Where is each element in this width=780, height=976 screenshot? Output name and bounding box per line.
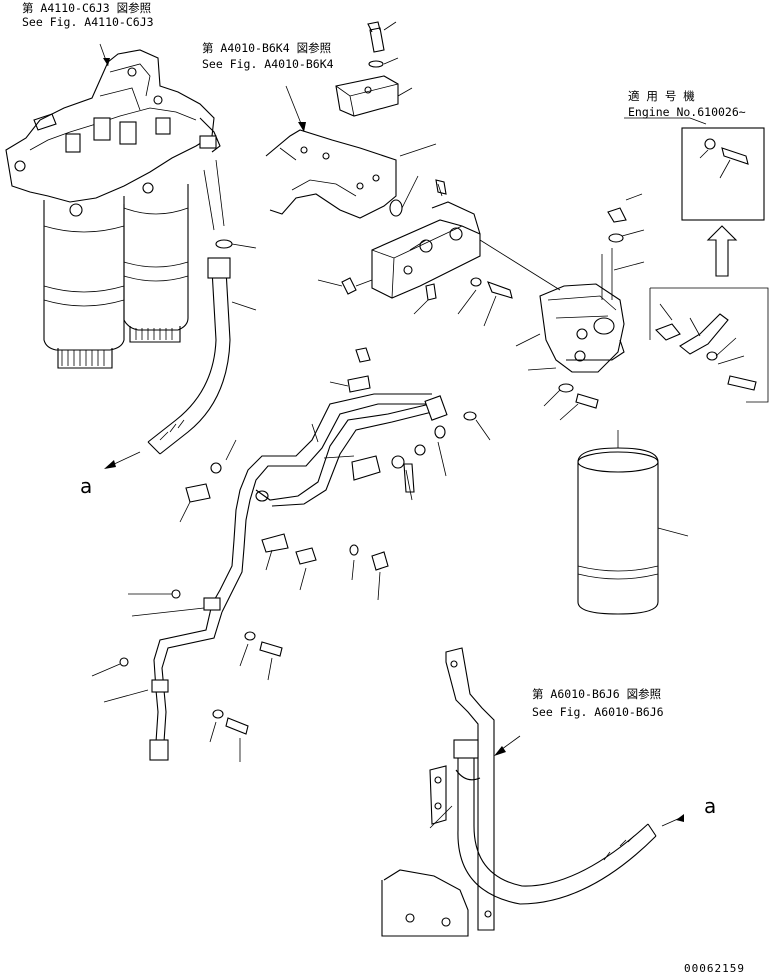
fuel-filter-assembly (5, 43, 221, 369)
applicability-box (624, 117, 769, 403)
applicability-jp: 適 用 号 機 (628, 89, 695, 103)
connection-mark-left: a (80, 474, 93, 498)
spin-on-filter (577, 430, 689, 615)
ref-a6010-en: See Fig. A6010-B6J6 (532, 705, 664, 719)
drawing-number: 00062159 (684, 962, 745, 975)
ref-a4010-en: See Fig. A4010-B6K4 (202, 57, 334, 71)
bottom-bracket (381, 647, 521, 937)
fuel-hose-left (104, 159, 257, 469)
applicability-en: Engine No.610026~ (628, 105, 746, 119)
ref-a4110-jp: 第 A4110-C6J3 図参照 (22, 1, 152, 15)
fuel-hose-right (429, 739, 684, 905)
ref-a4010-jp: 第 A4010-B6K4 図参照 (202, 41, 332, 55)
fuel-lines (91, 347, 491, 762)
connection-mark-right: a (704, 794, 717, 818)
ref-a4110-en: See Fig. A4110-C6J3 (22, 15, 154, 29)
mounting-bracket-top (265, 21, 437, 219)
filter-adapter-block (317, 179, 561, 327)
filter-head (515, 193, 645, 421)
ref-a6010-jp: 第 A6010-B6J6 図参照 (532, 687, 662, 701)
